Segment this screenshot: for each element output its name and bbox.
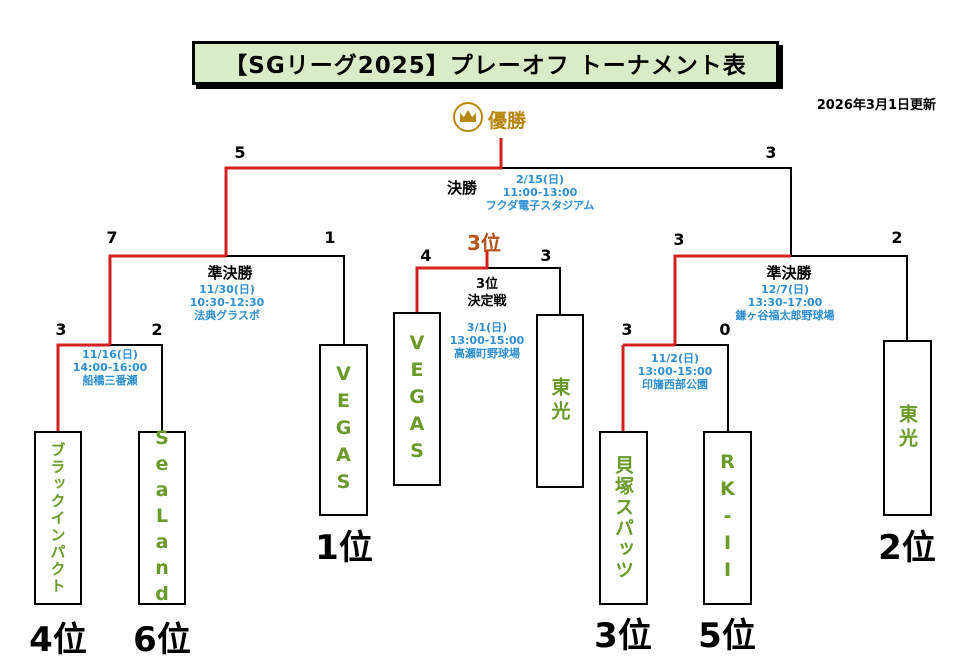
final-round-label: 決勝 — [446, 179, 477, 197]
crown-icon — [452, 102, 484, 136]
team-box-kaizuka-spats: 貝塚スパッツ — [599, 431, 648, 605]
third-place-score-right: 3 — [540, 246, 552, 265]
rank-black-impact: 4位 — [29, 620, 87, 660]
team-box-vegas-1: VEGAS — [319, 344, 368, 516]
third-place-time: 13:00-15:00 — [449, 334, 525, 347]
team-box-toko-1: 東光 — [536, 314, 584, 488]
update-date: 2026年3月1日更新 — [816, 98, 936, 113]
third-place-match-info: 3/1(日) 13:00-15:00 高瀬町野球場 — [435, 321, 539, 360]
third-place-round-line2: 決定戦 — [467, 294, 507, 309]
team-box-toko-2: 東光 — [883, 340, 932, 516]
first-round-left-score-right: 2 — [151, 320, 163, 339]
semifinal-right-venue: 鎌ヶ谷福太郎野球場 — [735, 309, 835, 322]
first-round-left-score-left: 3 — [55, 320, 67, 339]
third-place-score-left: 4 — [420, 246, 432, 265]
rank-toko: 2位 — [878, 528, 936, 568]
team-name: ブラックインパクト — [48, 441, 67, 595]
first-round-right-score-right: 0 — [719, 320, 731, 339]
team-name: 東光 — [896, 404, 918, 452]
semifinal-right-round-label: 準決勝 — [766, 264, 812, 282]
first-round-right-time: 13:00-15:00 — [637, 365, 713, 378]
first-round-left-time: 14:00-16:00 — [72, 361, 148, 374]
semifinal-left-score-right: 1 — [324, 228, 336, 247]
semifinal-left-score-left: 7 — [106, 228, 118, 247]
semifinal-left-date: 11/30(日) — [199, 283, 255, 296]
semifinal-left-time: 10:30-12:30 — [189, 296, 265, 309]
team-name: SeaLand — [151, 427, 173, 609]
rank-kaizuka-spats: 3位 — [594, 616, 652, 656]
first-round-right-date: 11/2(日) — [650, 352, 700, 365]
team-name: 東光 — [548, 377, 571, 425]
semifinal-right-score-left: 3 — [673, 230, 685, 249]
first-round-left-venue: 船橋三番瀬 — [82, 374, 138, 387]
final-venue: フクダ電子スタジアム — [485, 199, 595, 212]
third-place-venue: 高瀬町野球場 — [454, 347, 520, 360]
page-title: 【SGリーグ2025】プレーオフ トーナメント表 — [192, 41, 779, 85]
rank-vegas: 1位 — [315, 528, 373, 568]
champion-label: 優勝 — [488, 109, 527, 132]
first-round-left-match-info: 11/16(日) 14:00-16:00 船橋三番瀬 — [60, 348, 160, 387]
semifinal-right-score-right: 2 — [891, 228, 903, 247]
bracket-black-lines — [110, 167, 908, 432]
team-box-rk-ii: RK-II — [703, 431, 752, 605]
semifinal-left-round-label: 準決勝 — [207, 264, 253, 282]
final-date: 2/15(日) — [515, 173, 565, 186]
rank-sealand: 6位 — [133, 620, 191, 660]
team-name: VEGAS — [332, 362, 355, 498]
semifinal-right-match-info: 12/7(日) 13:30-17:00 鎌ヶ谷福太郎野球場 — [715, 283, 855, 322]
team-name: RK-II — [716, 450, 739, 586]
semifinal-left-venue: 法典グラスポ — [194, 309, 260, 322]
third-place-round-line1: 3位 — [475, 277, 499, 292]
team-box-sealand: SeaLand — [138, 427, 186, 609]
third-place-round-label: 3位 決定戦 — [452, 276, 522, 310]
third-place-date: 3/1(日) — [466, 321, 508, 334]
first-round-left-date: 11/16(日) — [82, 348, 138, 361]
semifinal-left-match-info: 11/30(日) 10:30-12:30 法典グラスポ — [167, 283, 287, 322]
final-score-right: 3 — [765, 143, 777, 162]
third-place-label: 3位 — [467, 231, 501, 255]
final-match-info: 2/15(日) 11:00-13:00 フクダ電子スタジアム — [470, 173, 610, 212]
first-round-right-score-left: 3 — [621, 320, 633, 339]
semifinal-right-date: 12/7(日) — [760, 283, 810, 296]
first-round-right-match-info: 11/2(日) 13:00-15:00 印旛西部公園 — [625, 352, 725, 391]
team-name: 貝塚スパッツ — [612, 455, 634, 581]
final-score-left: 5 — [234, 143, 246, 162]
semifinal-right-time: 13:30-17:00 — [747, 296, 823, 309]
team-name: VEGAS — [406, 331, 428, 467]
final-time: 11:00-13:00 — [502, 186, 578, 199]
bracket-red-lines — [56, 138, 791, 432]
champion-marker: 優勝 — [452, 102, 526, 136]
team-box-black-impact: ブラックインパクト — [34, 431, 82, 605]
rank-rk-ii: 5位 — [698, 616, 756, 656]
team-box-vegas-2: VEGAS — [393, 312, 441, 486]
first-round-right-venue: 印旛西部公園 — [642, 378, 708, 391]
